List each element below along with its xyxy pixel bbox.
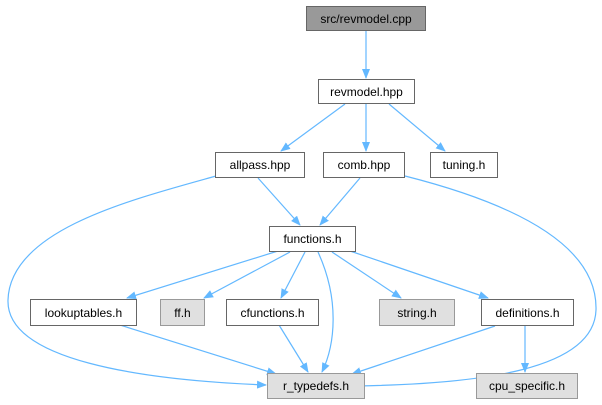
node-label: lookuptables.h xyxy=(44,305,123,320)
node-label: src/revmodel.cpp xyxy=(320,11,412,26)
node-lookuptables-h[interactable]: lookuptables.h xyxy=(30,299,137,326)
edge-revmodel-hpp-to-tuning-h xyxy=(388,103,446,152)
node-cfunctions-h[interactable]: cfunctions.h xyxy=(226,299,319,326)
edge-comb-hpp-to-functions-h xyxy=(319,177,361,226)
edge-functions-h-to-ff-h xyxy=(203,251,291,299)
node-label: revmodel.hpp xyxy=(330,84,403,99)
node-label: cfunctions.h xyxy=(240,305,305,320)
edge-comb-hpp-to-r-typedefs-h xyxy=(355,175,597,390)
node-tuning-h[interactable]: tuning.h xyxy=(430,152,498,178)
edge-definitions-h-to-r-typedefs-h xyxy=(351,325,496,375)
edge-functions-h-to-string-h xyxy=(331,251,402,299)
edge-cfunctions-h-to-r-typedefs-h xyxy=(278,324,309,373)
edge-functions-h-to-cfunctions-h xyxy=(280,251,306,299)
node-definitions-h[interactable]: definitions.h xyxy=(481,299,574,326)
node-label: tuning.h xyxy=(442,158,486,172)
node-functions-h[interactable]: functions.h xyxy=(269,226,356,252)
edge-lookuptables-h-to-r-typedefs-h xyxy=(119,324,277,376)
node-label: comb.hpp xyxy=(337,158,391,172)
node-ff-h: ff.h xyxy=(160,299,205,326)
node-allpass-hpp[interactable]: allpass.hpp xyxy=(215,152,305,178)
node-r-typedefs-h: r_typedefs.h xyxy=(267,373,365,399)
node-cpu-specific-h: cpu_specific.h xyxy=(476,373,578,399)
node-label: allpass.hpp xyxy=(229,158,291,172)
edge-functions-h-to-r-typedefs-h xyxy=(317,251,334,373)
node-label: cpu_specific.h xyxy=(488,379,566,393)
edge-functions-h-to-definitions-h xyxy=(349,250,489,299)
edge-functions-h-to-lookuptables-h xyxy=(126,250,279,300)
node-revmodel-hpp[interactable]: revmodel.hpp xyxy=(318,79,415,104)
node-label: r_typedefs.h xyxy=(282,379,350,393)
edge-allpass-hpp-to-r-typedefs-h xyxy=(7,175,267,389)
node-src-revmodel-cpp: src/revmodel.cpp xyxy=(306,6,426,31)
node-label: ff.h xyxy=(174,305,191,320)
edge-revmodel-hpp-to-allpass-hpp xyxy=(280,103,346,152)
node-comb-hpp[interactable]: comb.hpp xyxy=(323,152,405,178)
node-label: functions.h xyxy=(283,232,342,246)
node-label: definitions.h xyxy=(495,305,560,320)
node-label: string.h xyxy=(397,305,437,320)
node-string-h: string.h xyxy=(379,299,455,326)
edge-allpass-hpp-to-functions-h xyxy=(257,177,301,226)
